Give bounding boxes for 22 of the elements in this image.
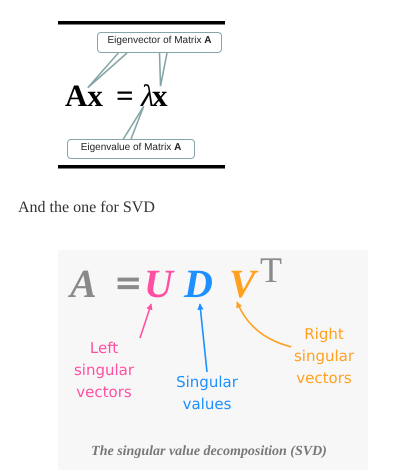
matrix-symbol: D [184,264,213,304]
body-text: And the one for SVD [18,199,155,217]
annotation-label: Left singular vectors [64,338,144,404]
matrix-symbol: A [70,264,97,304]
equals-sign: = [114,266,142,300]
annotation-label: Right singular vectors [283,324,365,390]
equals-sign: = [116,80,134,111]
arrow [197,303,208,372]
annotation-label: Singular values [165,372,249,416]
callout-tail [86,52,128,89]
callout-tail [122,106,144,140]
transpose-superscript: T [260,252,282,288]
matrix-symbol: U [144,264,173,304]
equation-term: Ax [65,80,103,111]
matrix-symbol: V [229,264,256,304]
arrow [236,301,292,348]
arrow [139,303,152,338]
callout-tail [158,52,168,87]
caption: The singular value decomposition (SVD) [91,444,327,459]
equation-term: x [152,80,168,111]
callout-box: Eigenvector of Matrix A [97,32,222,53]
lambda-symbol: λ [141,80,154,111]
